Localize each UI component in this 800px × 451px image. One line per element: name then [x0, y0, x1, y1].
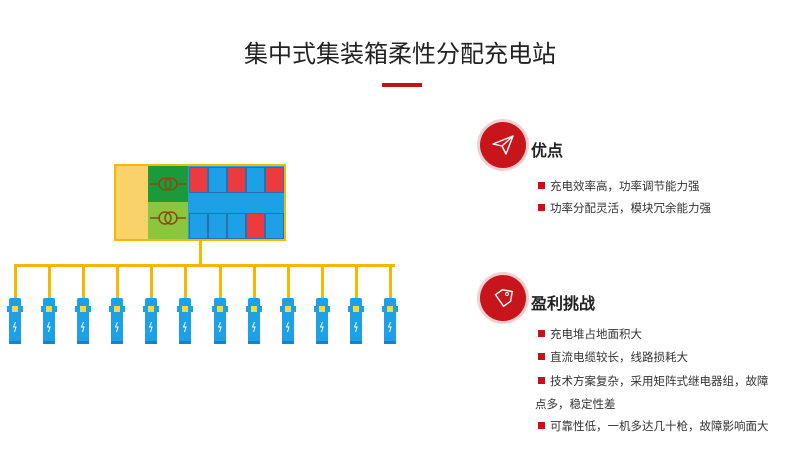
power-module-red	[189, 167, 208, 193]
charger-feeder-line	[287, 266, 290, 299]
page-title: 集中式集装箱柔性分配充电站	[244, 40, 556, 68]
pros-heading: 优点	[531, 141, 564, 160]
pros-icon-badge	[480, 122, 526, 168]
charging-pile-icon	[41, 298, 57, 344]
charging-pile	[109, 298, 125, 344]
charging-pile	[177, 298, 193, 344]
main-feeder-line	[199, 241, 202, 266]
power-module-red	[265, 167, 284, 193]
bus-bar	[14, 264, 395, 267]
power-module-blue	[227, 213, 246, 239]
charging-pile	[143, 298, 159, 344]
cons-item: 可靠性低，一机多达几十枪，故障影响面大	[538, 418, 769, 434]
power-module-red	[227, 167, 246, 193]
container-yellow-section	[116, 166, 148, 239]
cons-item: 充电堆占地面积大	[538, 326, 642, 342]
charger-feeder-line	[150, 266, 153, 299]
power-module-blue	[265, 213, 284, 239]
charging-pile-icon	[212, 298, 228, 344]
charging-pile-icon	[246, 298, 262, 344]
power-module-red	[246, 213, 265, 239]
cons-heading: 盈利挑战	[531, 294, 596, 313]
charging-pile-icon	[109, 298, 125, 344]
charger-feeder-line	[253, 266, 256, 299]
pros-item: 充电效率高，功率调节能力强	[538, 178, 700, 194]
cons-item: 直流电缆较长，线路损耗大	[538, 349, 688, 365]
transformer-icon	[150, 177, 186, 191]
charging-pile-icon	[143, 298, 159, 344]
charging-pile	[212, 298, 228, 344]
charging-pile-icon	[280, 298, 296, 344]
title-underline	[382, 83, 422, 87]
charging-pile	[280, 298, 296, 344]
power-module-blue	[189, 213, 208, 239]
charging-pile-icon	[382, 298, 398, 344]
charging-pile	[314, 298, 330, 344]
charger-feeder-line	[48, 266, 51, 299]
pros-item: 功率分配灵活，模块冗余能力强	[538, 200, 711, 216]
charging-pile	[41, 298, 57, 344]
charging-pile	[7, 298, 23, 344]
price-tag-icon	[494, 289, 514, 308]
power-module-blue	[208, 167, 227, 193]
transformer-icon	[150, 211, 186, 225]
charging-pile	[382, 298, 398, 344]
charger-feeder-line	[82, 266, 85, 299]
charger-feeder-line	[14, 266, 17, 299]
charger-feeder-line	[321, 266, 324, 299]
paper-plane-icon	[492, 135, 514, 155]
power-module-blue	[208, 213, 227, 239]
charging-pile-icon	[314, 298, 330, 344]
power-module-blue	[246, 167, 265, 193]
charging-pile	[246, 298, 262, 344]
charging-pile-icon	[177, 298, 193, 344]
charger-feeder-line	[116, 266, 119, 299]
transformer-top	[148, 166, 188, 202]
charging-pile	[75, 298, 91, 344]
charging-pile-icon	[75, 298, 91, 344]
charging-pile	[348, 298, 364, 344]
charging-pile-icon	[348, 298, 364, 344]
charger-feeder-line	[184, 266, 187, 299]
cons-item: 技术方案复杂，采用矩阵式继电器组，故障	[538, 373, 769, 389]
transformer-bottom	[148, 202, 188, 239]
charger-feeder-line	[219, 266, 222, 299]
cons-icon-badge	[480, 275, 526, 321]
charging-pile-icon	[7, 298, 23, 344]
charger-feeder-line	[389, 266, 392, 299]
charger-feeder-line	[355, 266, 358, 299]
cons-item-continuation: 点多，稳定性差	[535, 397, 616, 411]
